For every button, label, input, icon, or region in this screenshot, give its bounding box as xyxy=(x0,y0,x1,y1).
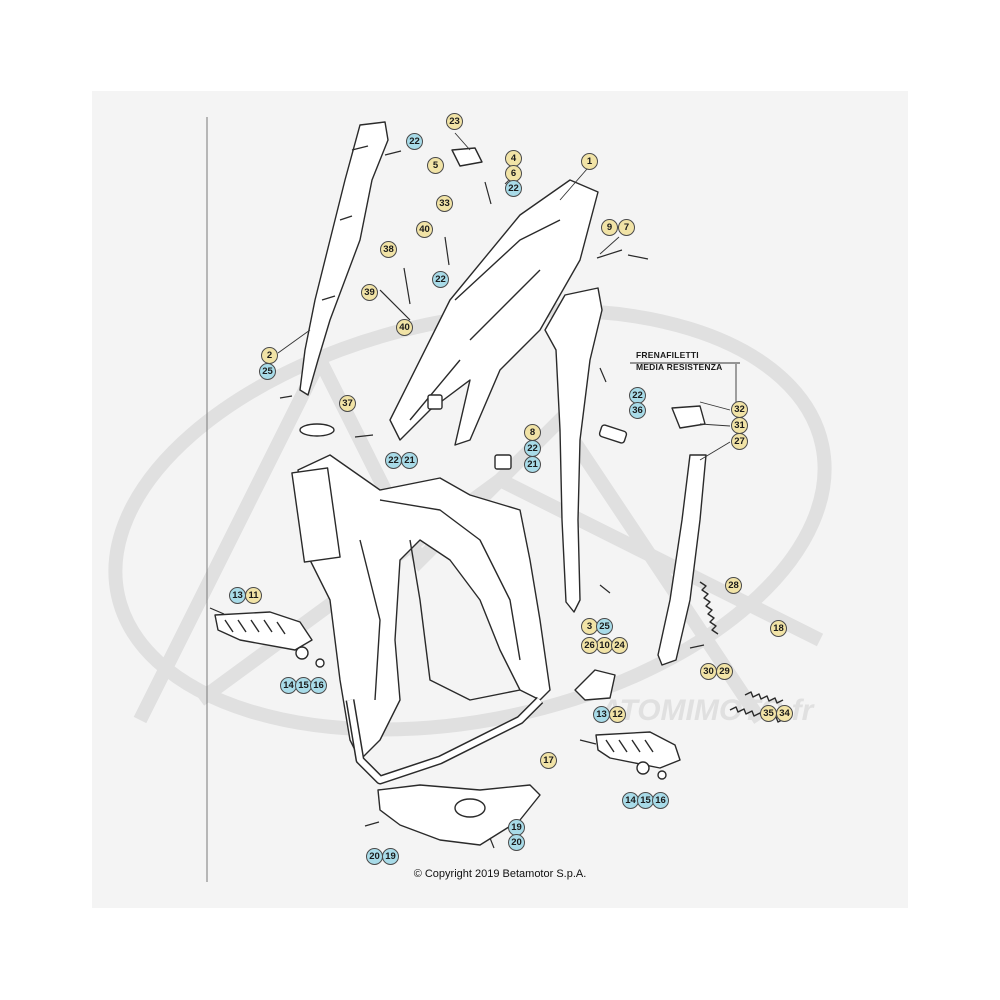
callout-26: 26 xyxy=(581,637,598,654)
callout-39: 39 xyxy=(361,284,378,301)
right-side-stay xyxy=(544,287,603,613)
spring-28 xyxy=(699,581,719,635)
callout-21a: 21 xyxy=(401,452,418,469)
callout-8: 8 xyxy=(524,424,541,441)
note-threadlocker-line1: FRENAFILETTI xyxy=(636,350,699,360)
callout-17: 17 xyxy=(540,752,557,769)
callout-2: 2 xyxy=(261,347,278,364)
callout-22d: 22 xyxy=(385,452,402,469)
callout-29: 29 xyxy=(716,663,733,680)
callout-22a: 22 xyxy=(406,133,423,150)
callout-40b: 40 xyxy=(396,319,413,336)
callout-18: 18 xyxy=(770,620,787,637)
callout-15b: 15 xyxy=(637,792,654,809)
callout-7: 7 xyxy=(618,219,635,236)
callout-24: 24 xyxy=(611,637,628,654)
callout-25b: 25 xyxy=(596,618,613,635)
callout-25a: 25 xyxy=(259,363,276,380)
callout-40a: 40 xyxy=(416,221,433,238)
callout-22b: 22 xyxy=(505,180,522,197)
callout-19a: 19 xyxy=(508,819,525,836)
callout-28: 28 xyxy=(725,577,742,594)
left-side-stay xyxy=(299,121,389,396)
main-frame xyxy=(297,454,551,761)
callout-27: 27 xyxy=(731,433,748,450)
callout-38: 38 xyxy=(380,241,397,258)
callout-30: 30 xyxy=(700,663,717,680)
callout-31: 31 xyxy=(731,417,748,434)
side-stand xyxy=(657,454,707,666)
copyright-text: © Copyright 2019 Betamotor S.p.A. xyxy=(413,868,587,880)
callout-5: 5 xyxy=(427,157,444,174)
callout-37: 37 xyxy=(339,395,356,412)
callout-34: 34 xyxy=(776,705,793,722)
callout-16a: 16 xyxy=(310,677,327,694)
callout-16b: 16 xyxy=(652,792,669,809)
callout-22c: 22 xyxy=(432,271,449,288)
callout-13a: 13 xyxy=(229,587,246,604)
callout-9: 9 xyxy=(601,219,618,236)
callout-33: 33 xyxy=(436,195,453,212)
note-threadlocker-line2: MEDIA RESISTENZA xyxy=(636,362,723,372)
callout-32: 32 xyxy=(731,401,748,418)
callout-22e: 22 xyxy=(524,440,541,457)
callout-1: 1 xyxy=(581,153,598,170)
callout-36: 36 xyxy=(629,402,646,419)
callout-20b: 20 xyxy=(366,848,383,865)
callout-19b: 19 xyxy=(382,848,399,865)
callout-13b: 13 xyxy=(593,706,610,723)
callout-12: 12 xyxy=(609,706,626,723)
callout-11: 11 xyxy=(245,587,262,604)
diagram-sheet xyxy=(92,91,908,908)
callout-23: 23 xyxy=(446,113,463,130)
callout-20a: 20 xyxy=(508,834,525,851)
callout-21b: 21 xyxy=(524,456,541,473)
callout-35: 35 xyxy=(760,705,777,722)
